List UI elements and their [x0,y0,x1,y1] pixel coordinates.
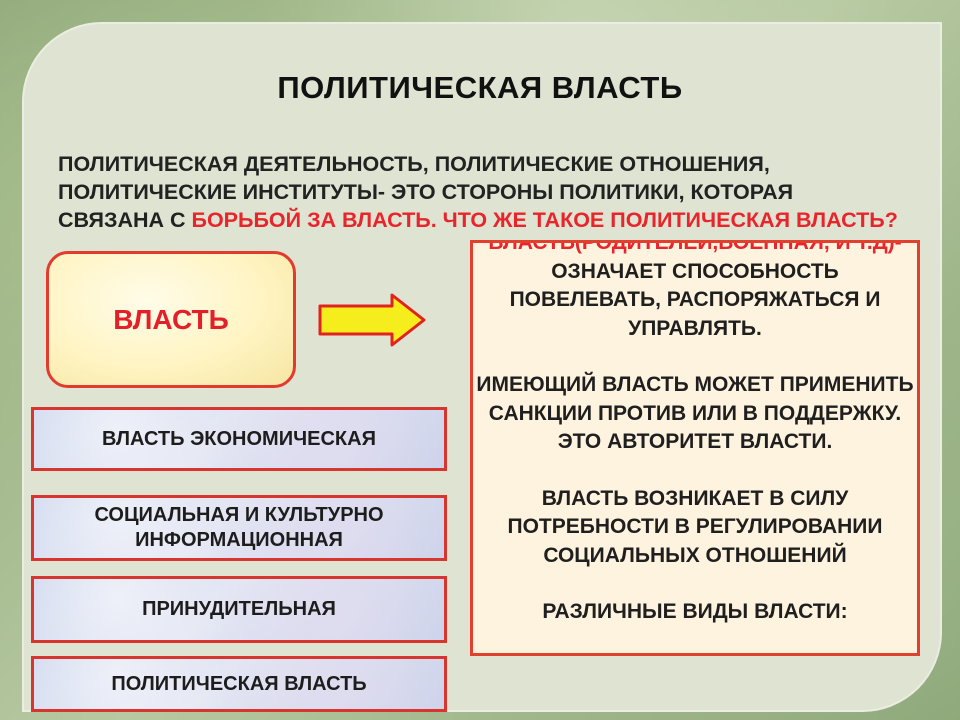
definition-text: ВЛАСТЬ(РОДИТЕЛЕЙ,ВОЕННАЯ, И Т.Д)- ОЗНАЧА… [473,243,917,653]
power-box: ВЛАСТЬ [46,251,296,388]
power-type-social: СОЦИАЛЬНАЯ И КУЛЬТУРНО ИНФОРМАЦИОННАЯ [31,495,447,561]
definition-paragraph-4: РАЗЛИЧНЫЕ ВИДЫ ВЛАСТИ: [542,600,848,623]
right-arrow-icon [318,293,426,347]
power-type-label: СОЦИАЛЬНАЯ И КУЛЬТУРНО ИНФОРМАЦИОННАЯ [94,504,384,551]
intro-text-highlight: БОРЬБОЙ ЗА ВЛАСТЬ. ЧТО ЖЕ ТАКОЕ ПОЛИТИЧЕ… [191,208,898,232]
power-type-political: ПОЛИТИЧЕСКАЯ ВЛАСТЬ [31,656,447,712]
definition-line: ОЗНАЧАЕТ СПОСОБНОСТЬ ПОВЕЛЕВАТЬ, РАСПОРЯ… [509,259,881,340]
definition-paragraph-3: ВЛАСТЬ ВОЗНИКАЕТ В СИЛУ ПОТРЕБНОСТИ В РЕ… [507,486,883,567]
definition-paragraph-1: ВЛАСТЬ(РОДИТЕЛЕЙ,ВОЕННАЯ, И Т.Д)- ОЗНАЧА… [473,240,917,343]
power-type-economic: ВЛАСТЬ ЭКОНОМИЧЕСКАЯ [31,407,447,471]
definition-red-lead: ВЛАСТЬ(РОДИТЕЛЕЙ,ВОЕННАЯ, И Т.Д)- [488,240,902,254]
power-label: ВЛАСТЬ [113,303,229,335]
slide-title: ПОЛИТИЧЕСКАЯ ВЛАСТЬ [277,70,683,105]
intro-text-main: ПОЛИТИЧЕСКАЯ ДЕЯТЕЛЬНОСТЬ, ПОЛИТИЧЕСКИЕ … [58,152,794,232]
power-type-label: ПОЛИТИЧЕСКАЯ ВЛАСТЬ [111,672,367,695]
power-type-label: ПРИНУДИТЕЛЬНАЯ [142,598,336,620]
intro-text: ПОЛИТИЧЕСКАЯ ДЕЯТЕЛЬНОСТЬ, ПОЛИТИЧЕСКИЕ … [58,150,903,256]
power-type-label: ВЛАСТЬ ЭКОНОМИЧЕСКАЯ [102,427,376,450]
definition-paragraph-2: ИМЕЮЩИЙ ВЛАСТЬ МОЖЕТ ПРИМЕНИТЬ САНКЦИИ П… [476,373,914,453]
definition-box: ВЛАСТЬ(РОДИТЕЛЕЙ,ВОЕННАЯ, И Т.Д)- ОЗНАЧА… [470,240,920,656]
power-type-coercive: ПРИНУДИТЕЛЬНАЯ [31,576,447,643]
